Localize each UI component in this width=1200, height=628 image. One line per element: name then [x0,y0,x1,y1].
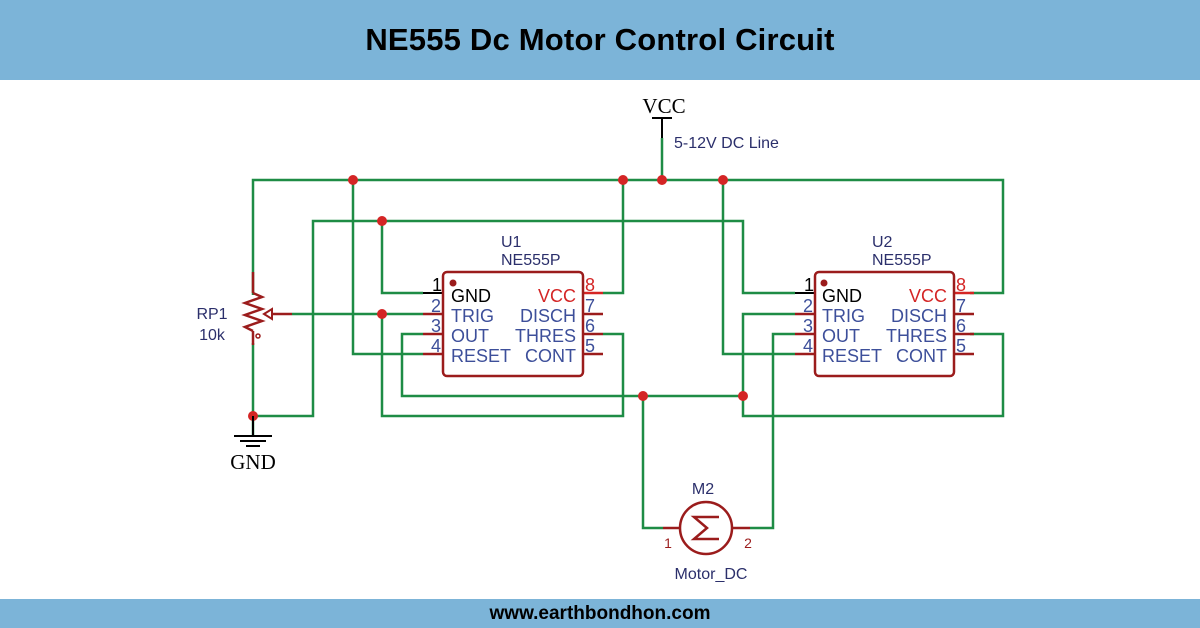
schematic-diagram: VCC 5-12V DC Line GND RP1 10k U1 NE555P … [196,94,1005,583]
pin-num: 5 [585,336,595,356]
wire-vcc-rail [251,178,1005,295]
wire-u2-out [750,332,795,530]
motor-m2: M2 1 2 Motor_DC [663,481,752,583]
wire-u2-trig-thres [741,312,1005,418]
pin-name: OUT [822,326,860,346]
pin-name: DISCH [520,306,576,326]
wire-gnd-rail [253,219,795,418]
vcc-symbol: VCC 5-12V DC Line [642,94,779,152]
junction-dot [377,309,387,319]
pin-name: VCC [538,286,576,306]
motor-sigma-icon [690,515,719,541]
junction-dot [348,175,358,185]
ground-symbol: GND [230,416,276,474]
wire-u2-reset [721,180,795,356]
wire-u1-vcc [603,180,625,295]
pin-num: 2 [803,296,813,316]
footer-url[interactable]: www.earthbondhon.com [489,602,711,624]
gnd-label: GND [230,450,276,474]
pin-name: RESET [451,346,511,366]
pin-name: CONT [525,346,576,366]
pin-name: DISCH [891,306,947,326]
junction-dot [718,175,728,185]
pin-num: 8 [585,275,595,295]
ic-ref: U1 [501,234,522,251]
ic-u1: U1 NE555P 1 2 3 4 GND TRIG OUT RESET VCC… [423,234,603,378]
ic-ref: U2 [872,234,893,251]
pin-num: 5 [956,336,966,356]
pin-name: TRIG [822,306,865,326]
ic-part: NE555P [501,252,561,269]
ic-body [813,270,956,378]
junctions [248,175,748,421]
wire-motor-pin1 [641,396,663,530]
ic-part: NE555P [872,252,932,269]
pin-num: 7 [585,296,595,316]
pin-name: THRES [886,326,947,346]
motor-ref: M2 [692,481,714,498]
pin1-marker-icon [820,279,828,287]
resistor-zigzag-icon [241,291,266,333]
pin-num: 3 [803,316,813,336]
pin-num: 1 [804,275,814,295]
pot-marker-icon [255,333,261,339]
junction-dot [657,175,667,185]
pin1-marker-icon [449,279,457,287]
pin-num: 7 [956,296,966,316]
pin-name: CONT [896,346,947,366]
pin-num: 1 [432,275,442,295]
pin-name: GND [822,286,862,306]
pot-ref: RP1 [196,306,227,323]
junction-dot [738,391,748,401]
pin-num: 4 [803,336,813,356]
pin-num: 2 [431,296,441,316]
wire-u1-gnd [380,221,423,295]
pot-value: 10k [199,327,226,344]
wire-u1-out [400,332,743,398]
pin-name: RESET [822,346,882,366]
ic-u2: U2 NE555P 1 2 3 4 GND TRIG OUT RESET VCC… [795,234,974,378]
page-title: NE555 Dc Motor Control Circuit [365,22,835,57]
potentiometer-rp1: RP1 10k [196,272,292,345]
wire-u1-reset [351,180,423,356]
pin-num: 6 [585,316,595,336]
pin-name: OUT [451,326,489,346]
pin-num: 8 [956,275,966,295]
motor-pin2: 2 [744,535,752,551]
motor-pin1: 1 [664,535,672,551]
pin-num: 4 [431,336,441,356]
pin-num: 6 [956,316,966,336]
wiper-arrow-icon [262,307,273,321]
pin-num: 3 [431,316,441,336]
junction-dot [618,175,628,185]
supply-note: 5-12V DC Line [674,135,779,152]
pin-name: TRIG [451,306,494,326]
junction-dot [638,391,648,401]
footer-banner: www.earthbondhon.com [0,599,1200,628]
vcc-label: VCC [642,94,685,118]
pin-name: VCC [909,286,947,306]
title-banner: NE555 Dc Motor Control Circuit [0,0,1200,80]
pin-name: THRES [515,326,576,346]
wire-u1-trig-thres [380,314,625,418]
junction-dot [377,216,387,226]
ic-body [441,270,585,378]
wires [251,138,1005,530]
pin-name: GND [451,286,491,306]
motor-part: Motor_DC [675,566,748,583]
